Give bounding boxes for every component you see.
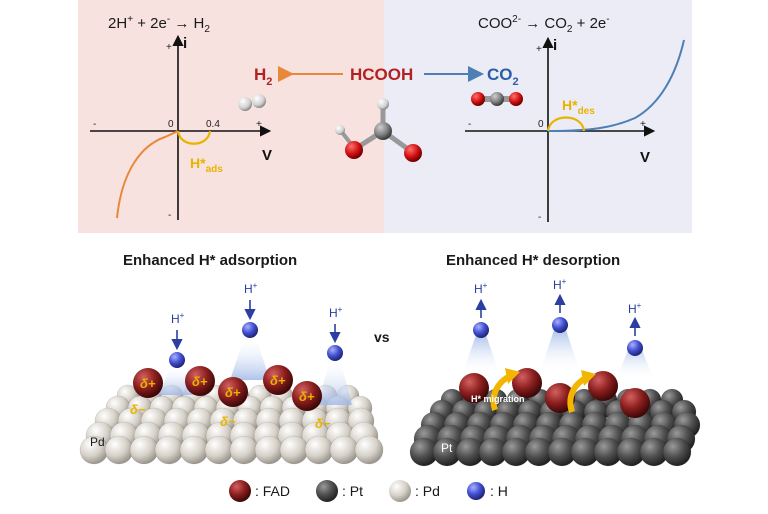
left-tick-04: 0.4 [206, 119, 220, 130]
hplus-label: H+ [171, 311, 185, 326]
delta-minus: δ− [130, 402, 146, 417]
hcooh-molecule [335, 98, 422, 162]
slab-atom [179, 435, 209, 465]
right-h-desorption-group: H+ H+ H+ [462, 277, 654, 380]
co2-molecule [471, 92, 523, 106]
hplus-label: H+ [244, 281, 258, 296]
slab-atom [279, 435, 309, 465]
delta-minus: δ− [220, 414, 236, 429]
slab-atom [304, 435, 334, 465]
left-tick-plus-y: + [166, 42, 172, 53]
right-tick-minus-x: - [468, 119, 471, 130]
fad-atom [588, 371, 618, 401]
left-panel-bg [78, 0, 384, 233]
right-axis-x-label: V [640, 149, 650, 166]
right-tick-minus-y: - [538, 212, 541, 223]
fad-atom [512, 368, 542, 398]
left-tick-minus-x: - [93, 119, 96, 130]
right-fad-group [459, 368, 650, 418]
left-iv-plot: i V + - - 0 0.4 + H*ads [90, 34, 272, 221]
legend-h-label: : H [490, 483, 508, 499]
h-atom [327, 345, 343, 361]
h-atom [627, 340, 643, 356]
left-hstar-label: H*ads [190, 155, 223, 175]
slab-atom [204, 435, 234, 465]
right-tick-plus-y: + [536, 44, 542, 55]
delta-plus: δ+ [270, 373, 286, 388]
fad-atom [185, 366, 215, 396]
right-iv-plot: i V + - - 0 + H*des [465, 36, 685, 223]
fad-atom [263, 365, 293, 395]
right-hstar-arc [546, 116, 586, 132]
right-hstar-label: H*des [562, 97, 595, 117]
pt-label: Pt [441, 441, 453, 455]
slab-atom [229, 435, 259, 465]
delta-plus: δ+ [192, 374, 208, 389]
right-tick-zero: 0 [538, 119, 544, 130]
right-tick-plus-x: + [640, 119, 646, 130]
slab-atom [329, 435, 359, 465]
fad-atom [459, 373, 489, 403]
slab-atom [154, 435, 184, 465]
right-axis-y-label: i [553, 37, 557, 54]
h2-molecule [238, 94, 266, 111]
left-fad-group: δ+ δ+ δ+ δ+ δ+ δ− δ− δ− [130, 365, 331, 431]
migration-arrows [490, 368, 596, 413]
right-equation: COO2- → CO2 + 2e- [478, 14, 610, 35]
fad-atom [218, 377, 248, 407]
slab-atom [662, 437, 692, 467]
fad-atom [292, 381, 322, 411]
delta-plus: δ+ [299, 389, 315, 404]
slab-atom [129, 435, 159, 465]
h-atom [169, 352, 185, 368]
co2-label: CO2 [487, 65, 519, 88]
legend: : FAD : Pt : Pd : H [229, 480, 508, 502]
hplus-label: H+ [474, 281, 488, 296]
legend-fad-label: : FAD [255, 483, 290, 499]
h-atom [242, 322, 258, 338]
slab-atom [354, 435, 384, 465]
hcooh-label: HCOOH [350, 65, 413, 84]
left-orange-curve [116, 130, 179, 219]
slab-atom [104, 435, 134, 465]
right-title: Enhanced H* desorption [446, 252, 620, 269]
legend-fad-swatch [229, 480, 251, 502]
h2-label: H2 [254, 65, 272, 88]
left-tick-zero: 0 [168, 119, 174, 130]
pd-slab [79, 384, 384, 465]
legend-pd-swatch [389, 480, 411, 502]
left-tick-minus-y: - [168, 210, 171, 221]
legend-pt-label: : Pt [342, 483, 363, 499]
hplus-label: H+ [553, 277, 567, 292]
delta-plus: δ+ [140, 376, 156, 391]
vs-label: vs [374, 329, 390, 345]
pt-slab [409, 388, 701, 467]
left-equation: 2H+ + 2e- → H2 [108, 14, 210, 35]
pd-label: Pd [90, 435, 105, 449]
hplus-label: H+ [628, 301, 642, 316]
migration-label: H* migration [471, 394, 525, 404]
left-axis-x-label: V [262, 147, 272, 164]
legend-h-swatch [467, 482, 485, 500]
hplus-label: H+ [329, 305, 343, 320]
delta-minus: δ− [315, 416, 331, 431]
left-title: Enhanced H* adsorption [123, 252, 297, 269]
right-panel-bg [384, 0, 692, 233]
left-tick-plus-x: + [256, 119, 262, 130]
left-axis-y-label: i [183, 35, 187, 52]
fad-atom [620, 388, 650, 418]
h-atom [552, 317, 568, 333]
legend-pd-label: : Pd [415, 483, 440, 499]
delta-plus: δ+ [225, 385, 241, 400]
left-hstar-arc [176, 130, 212, 145]
h-atom [473, 322, 489, 338]
right-blue-curve [547, 39, 685, 132]
legend-pt-swatch [316, 480, 338, 502]
slab-atom [254, 435, 284, 465]
fad-atom [133, 368, 163, 398]
